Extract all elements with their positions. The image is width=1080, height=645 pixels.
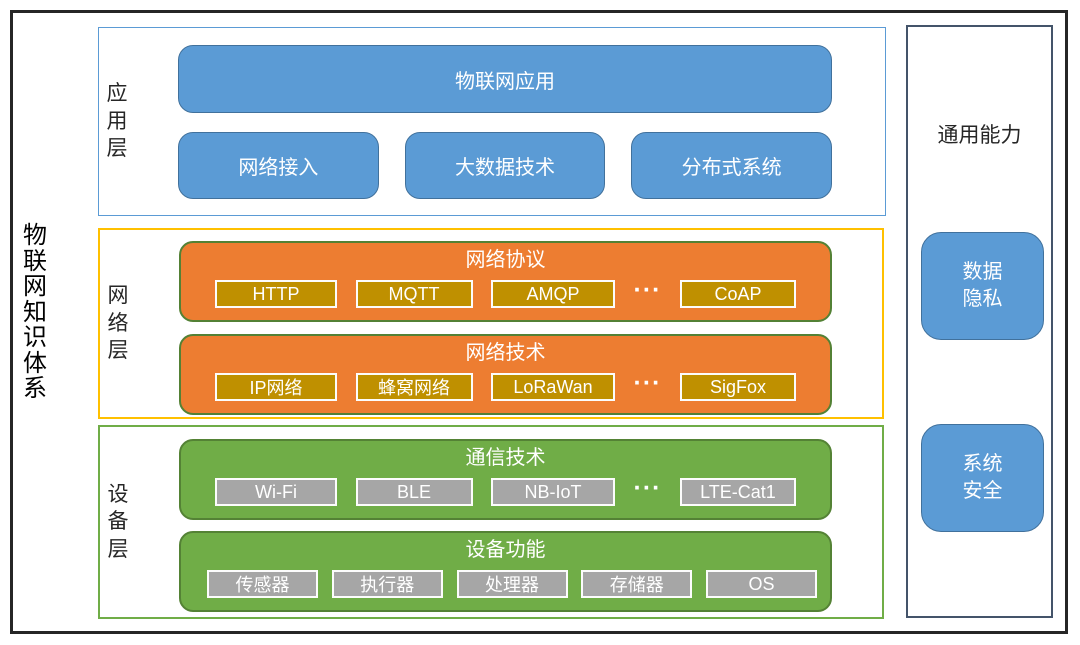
chip-row: Wi-Fi BLE NB-IoT ··· LTE-Cat1 — [181, 474, 830, 506]
group-title: 网络协议 — [465, 249, 546, 271]
chip-ble: BLE — [355, 478, 473, 506]
chip-row: IP网络 蜂窝网络 LoRaWan ··· SigFox — [181, 369, 830, 401]
ellipsis-dots: ··· — [633, 474, 662, 502]
chip-lorawan: LoRaWan — [491, 373, 615, 401]
chip-wifi: Wi-Fi — [215, 478, 337, 506]
group-title: 网络技术 — [465, 342, 546, 364]
chip-cellular-network: 蜂窝网络 — [355, 373, 473, 401]
chip-http: HTTP — [215, 280, 337, 308]
box-big-data-tech: 大数据技术 — [404, 132, 606, 199]
section-network-layer: 网络层 网络协议 HTTP MQTT AMQP ··· CoAP 网络技术 IP… — [98, 228, 884, 419]
box-network-access: 网络接入 — [178, 132, 379, 199]
application-sub-row: 网络接入 大数据技术 分布式系统 — [178, 132, 833, 199]
common-capabilities-panel: 通用能力 数据隐私 系统安全 — [906, 25, 1053, 618]
chip-row: HTTP MQTT AMQP ··· CoAP — [181, 276, 830, 308]
section-application-layer: 应用层 物联网应用 网络接入 大数据技术 分布式系统 — [98, 27, 886, 216]
group-title: 通信技术 — [465, 447, 546, 469]
box-iot-application: 物联网应用 — [178, 45, 832, 113]
chip-nb-iot: NB-IoT — [491, 478, 615, 506]
network-layer-label: 网络层 — [107, 284, 129, 363]
chip-coap: CoAP — [679, 280, 796, 308]
chip-storage: 存储器 — [581, 570, 693, 598]
group-network-technologies: 网络技术 IP网络 蜂窝网络 LoRaWan ··· SigFox — [179, 334, 832, 415]
group-device-functions: 设备功能 传感器 执行器 处理器 存储器 OS — [179, 531, 832, 612]
chip-processor: 处理器 — [456, 570, 568, 598]
chip-actuator: 执行器 — [331, 570, 443, 598]
box-system-security: 系统安全 — [921, 424, 1044, 532]
box-distributed-systems: 分布式系统 — [631, 132, 833, 199]
panel-title: 通用能力 — [937, 124, 1022, 147]
application-layer-label: 应用层 — [106, 82, 128, 161]
chip-os: OS — [706, 570, 817, 598]
chip-sigfox: SigFox — [679, 373, 796, 401]
chip-amqp: AMQP — [491, 280, 615, 308]
chip-lte-cat1: LTE-Cat1 — [679, 478, 796, 506]
box-data-privacy: 数据隐私 — [921, 232, 1044, 340]
chip-mqtt: MQTT — [355, 280, 473, 308]
ellipsis-dots: ··· — [633, 369, 662, 397]
diagram-title: 物联网知识体系 — [23, 222, 47, 402]
device-layer-label: 设备层 — [107, 482, 129, 561]
chip-sensor: 传感器 — [207, 570, 318, 598]
chip-ip-network: IP网络 — [215, 373, 337, 401]
group-communication-technologies: 通信技术 Wi-Fi BLE NB-IoT ··· LTE-Cat1 — [179, 439, 832, 520]
chip-row: 传感器 执行器 处理器 存储器 OS — [181, 570, 830, 598]
section-device-layer: 设备层 通信技术 Wi-Fi BLE NB-IoT ··· LTE-Cat1 设… — [98, 425, 884, 619]
group-title: 设备功能 — [465, 539, 546, 561]
group-network-protocols: 网络协议 HTTP MQTT AMQP ··· CoAP — [179, 241, 832, 322]
ellipsis-dots: ··· — [633, 276, 662, 304]
